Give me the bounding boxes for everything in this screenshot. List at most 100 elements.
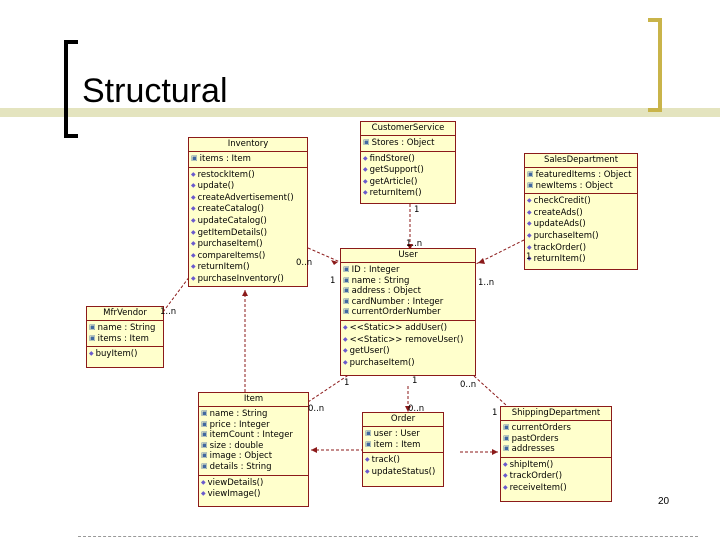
right-bracket-decoration <box>648 18 662 112</box>
class-item[interactable]: Item name : String price : Integer itemC… <box>198 392 309 507</box>
class-name: MfrVendor <box>87 307 163 321</box>
operation: getItemDetails() <box>191 228 305 240</box>
operation: update() <box>191 181 305 193</box>
attribute: Stores : Object <box>363 138 453 149</box>
vendor-inventory-line <box>162 275 191 313</box>
inventory-user-line <box>307 247 341 263</box>
shipping-user-line <box>473 375 507 406</box>
operation: getSupport() <box>363 165 453 177</box>
multiplicity-label: 0..n <box>308 404 325 414</box>
operation: checkCredit() <box>527 196 635 208</box>
attribute: addresses <box>503 444 609 455</box>
title-band <box>0 108 720 117</box>
attribute: featuredItems : Object <box>527 170 635 181</box>
class-name: CustomerService <box>361 122 455 136</box>
class-name: SalesDepartment <box>525 154 637 168</box>
operation: viewImage() <box>201 489 306 501</box>
class-sales-department[interactable]: SalesDepartment featuredItems : Object n… <box>524 153 638 270</box>
arrowhead <box>405 406 411 412</box>
arrowhead <box>478 258 485 264</box>
arrowhead <box>242 290 248 296</box>
sales-user-line <box>475 239 525 265</box>
operations: <<Static>> addUser() <<Static>> removeUs… <box>341 321 475 371</box>
attribute: newItems : Object <box>527 181 635 192</box>
attributes: user : User item : Item <box>363 427 443 454</box>
operation: returnItem() <box>191 262 305 274</box>
operation: createAds() <box>527 208 635 220</box>
class-order[interactable]: Order user : User item : Item track() up… <box>362 412 444 487</box>
operation: compareItems() <box>191 251 305 263</box>
operation: purchaseItem() <box>191 239 305 251</box>
operation: receiveItem() <box>503 483 609 495</box>
multiplicity-label: 0..n <box>460 380 477 390</box>
operation: updateStatus() <box>365 467 441 479</box>
slide-title: Structural <box>82 72 228 110</box>
item-user-line <box>307 373 351 403</box>
class-name: Inventory <box>189 138 307 152</box>
operations: buyItem() <box>87 347 163 363</box>
operation: createCatalog() <box>191 204 305 216</box>
attribute: details : String <box>201 462 306 473</box>
operations: restockItem() update() createAdvertiseme… <box>189 168 307 286</box>
attribute: ID : Integer <box>343 265 473 276</box>
attribute: image : Object <box>201 451 306 462</box>
attributes: name : String items : Item <box>87 321 163 348</box>
operation: purchaseInventory() <box>191 274 305 286</box>
operation: updateAds() <box>527 219 635 231</box>
attribute: currentOrderNumber <box>343 307 473 318</box>
attribute: currentOrders <box>503 423 609 434</box>
left-bracket-decoration <box>64 40 78 138</box>
class-name: Order <box>363 413 443 427</box>
operation: purchaseItem() <box>527 231 635 243</box>
attribute: name : String <box>201 409 306 420</box>
attributes: ID : Integer name : String address : Obj… <box>341 263 475 321</box>
page-number: 20 <box>658 496 670 507</box>
operations: checkCredit() createAds() updateAds() pu… <box>525 194 637 268</box>
multiplicity-label: 1 <box>492 408 498 418</box>
class-inventory[interactable]: Inventory items : Item restockItem() upd… <box>188 137 308 287</box>
operation: <<Static>> addUser() <box>343 323 473 335</box>
arrowhead <box>311 447 317 453</box>
operation: track() <box>365 455 441 467</box>
operation: updateCatalog() <box>191 216 305 228</box>
attribute: item : Item <box>365 440 441 451</box>
arrowhead <box>407 244 413 250</box>
multiplicity-label: 1..n <box>160 307 177 317</box>
multiplicity-label: 1 <box>330 276 336 286</box>
operations: shipItem() trackOrder() receiveItem() <box>501 458 611 497</box>
operation: <<Static>> removeUser() <box>343 335 473 347</box>
attributes: name : String price : Integer itemCount … <box>199 407 308 476</box>
class-mfr-vendor[interactable]: MfrVendor name : String items : Item buy… <box>86 306 164 368</box>
arrowhead <box>331 260 338 265</box>
attributes: Stores : Object <box>361 136 455 152</box>
attribute: pastOrders <box>503 434 609 445</box>
multiplicity-label: 1 <box>412 376 418 386</box>
class-name: ShippingDepartment <box>501 407 611 421</box>
multiplicity-label: 0..n <box>408 404 425 414</box>
operation: returnItem() <box>527 254 635 266</box>
operation: getArticle() <box>363 177 453 189</box>
operation: trackOrder() <box>527 243 635 255</box>
class-shipping-department[interactable]: ShippingDepartment currentOrders pastOrd… <box>500 406 612 502</box>
attributes: items : Item <box>189 152 307 168</box>
operation: trackOrder() <box>503 471 609 483</box>
multiplicity-label: 1..n <box>406 239 423 249</box>
attribute: items : Item <box>191 154 305 165</box>
attribute: user : User <box>365 429 441 440</box>
operation: getUser() <box>343 346 473 358</box>
attribute: items : Item <box>89 334 161 345</box>
operation: buyItem() <box>89 349 161 361</box>
attribute: name : String <box>343 276 473 287</box>
arrowhead <box>492 449 498 455</box>
class-name: Item <box>199 393 308 407</box>
class-customer-service[interactable]: CustomerService Stores : Object findStor… <box>360 121 456 204</box>
attribute: size : double <box>201 441 306 452</box>
attribute: cardNumber : Integer <box>343 297 473 308</box>
operations: viewDetails() viewImage() <box>199 476 308 503</box>
operation: shipItem() <box>503 460 609 472</box>
multiplicity-label: 1 <box>414 205 420 215</box>
attributes: currentOrders pastOrders addresses <box>501 421 611 458</box>
operation: restockItem() <box>191 170 305 182</box>
class-user[interactable]: User ID : Integer name : String address … <box>340 248 476 376</box>
